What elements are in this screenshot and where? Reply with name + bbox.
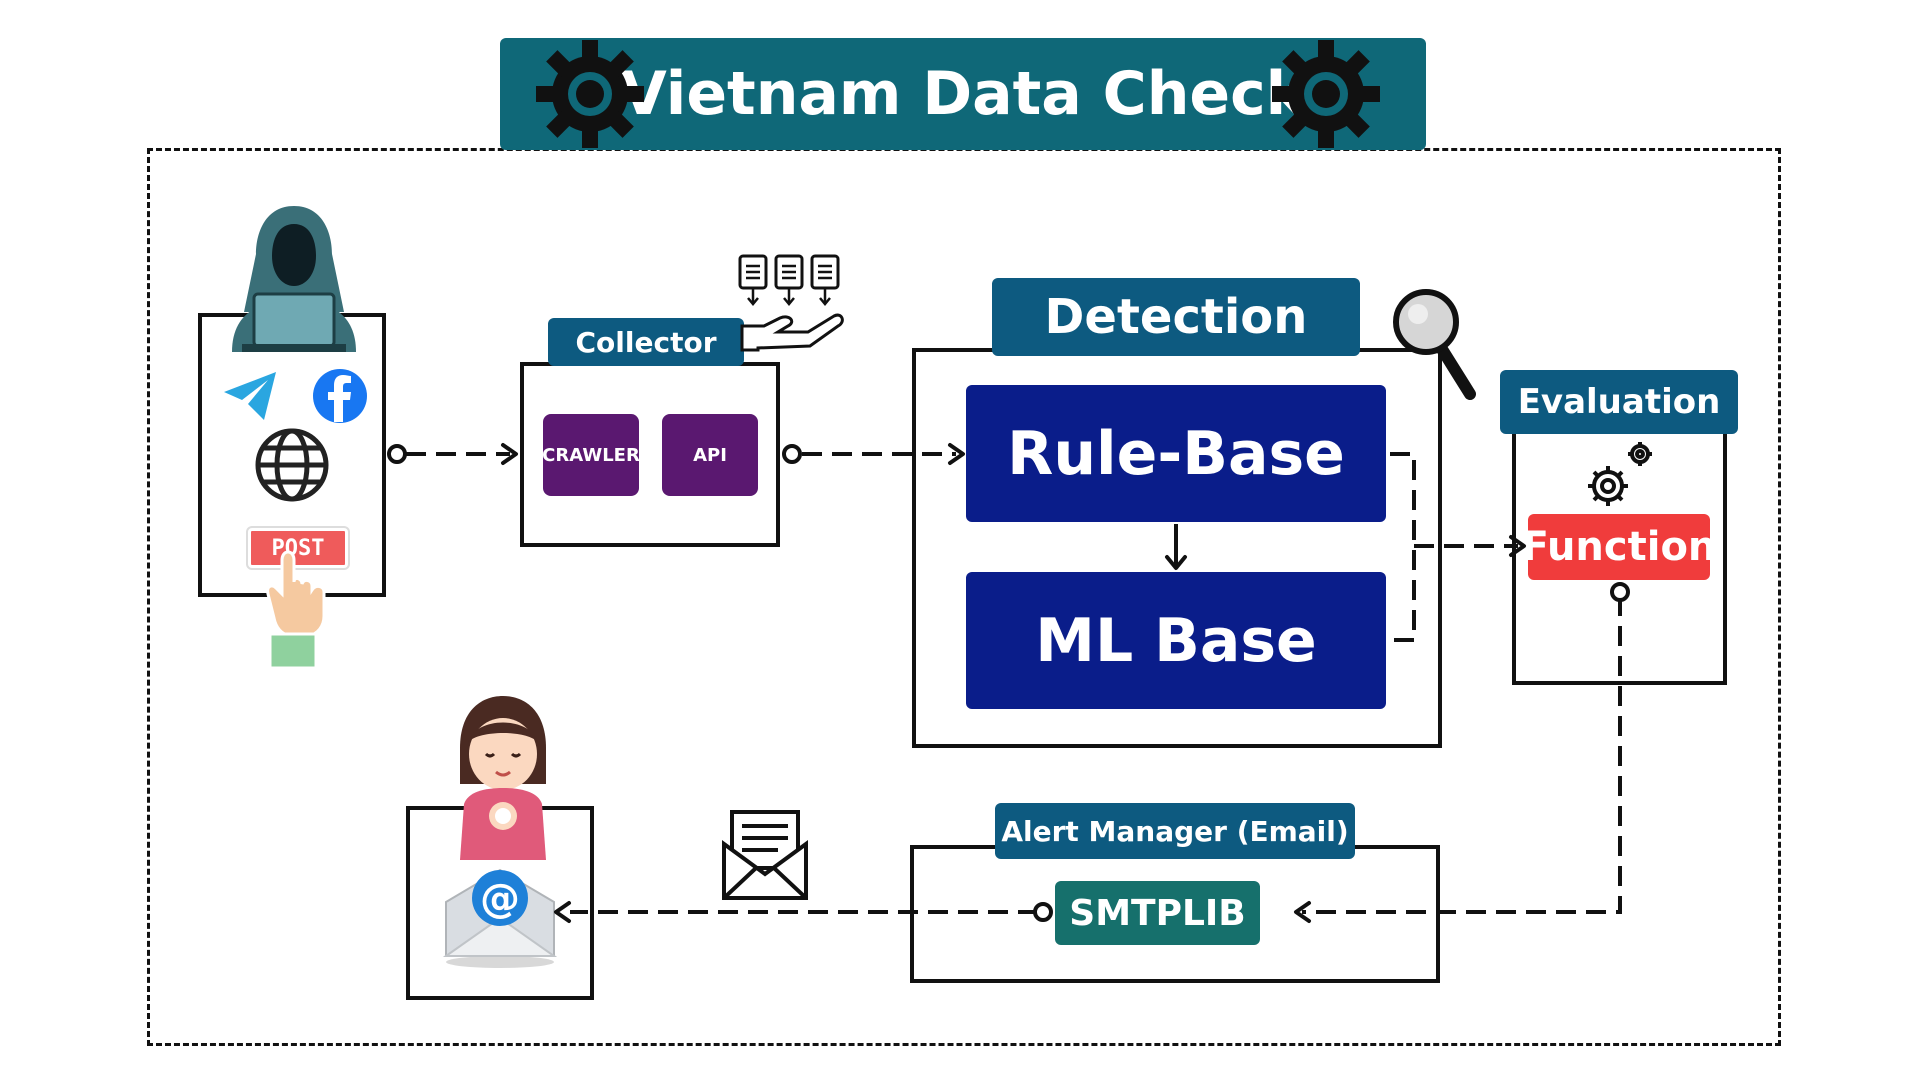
crawler-label: CRAWLER <box>542 444 640 466</box>
arrowhead-collector <box>501 443 518 465</box>
arrowhead-recipient <box>554 901 571 923</box>
function-label: Function <box>1521 524 1717 570</box>
hacker-icon <box>232 206 356 352</box>
evaluation-label: Evaluation <box>1517 382 1721 422</box>
rule-base-block: Rule-Base <box>966 385 1386 522</box>
evaluation-to-alert-line <box>1302 596 1622 914</box>
post-button[interactable]: POST <box>248 528 348 568</box>
ml-base-label: ML Base <box>1035 605 1317 676</box>
source-port <box>387 444 407 464</box>
ml-base-block: ML Base <box>966 572 1386 709</box>
pointing-hand-icon <box>266 550 326 670</box>
envelope-letter-icon <box>722 810 808 900</box>
arrowhead-detection <box>948 443 965 465</box>
function-block: Function <box>1522 514 1716 580</box>
telegram-icon <box>224 372 276 420</box>
smtplib-label: SMTPLIB <box>1069 892 1246 934</box>
settings-gears-icon <box>1588 442 1652 506</box>
arrowhead-ml <box>1165 555 1187 570</box>
page-title: Vietnam Data Check <box>620 59 1306 129</box>
function-port <box>1610 582 1630 602</box>
detection-label: Detection <box>1044 289 1308 345</box>
gear-icon-right <box>1272 40 1380 148</box>
title-banner: Vietnam Data Check <box>500 38 1426 150</box>
facebook-icon <box>313 369 367 423</box>
magnifier-icon <box>1393 289 1476 400</box>
collector-port <box>782 444 802 464</box>
email-at-icon: @ <box>442 868 558 968</box>
crawler-chip: CRAWLER <box>542 414 640 496</box>
alert-manager-tab: Alert Manager (Email) <box>995 803 1355 859</box>
documents-hand-icon <box>738 254 844 352</box>
detection-tab: Detection <box>992 278 1360 356</box>
evaluation-tab: Evaluation <box>1500 370 1738 434</box>
collector-label: Collector <box>575 325 717 359</box>
detection-to-evaluation-line <box>1390 452 1518 642</box>
smtplib-block: SMTPLIB <box>1055 881 1260 945</box>
rule-base-label: Rule-Base <box>1007 418 1345 489</box>
arrowhead-smtplib <box>1294 901 1311 923</box>
collector-tab: Collector <box>548 318 744 366</box>
girl-icon <box>460 696 546 860</box>
arrowhead-evaluation <box>1509 535 1526 557</box>
api-chip: API <box>662 414 758 496</box>
alert-manager-label: Alert Manager (Email) <box>1001 814 1349 848</box>
gear-icon-left <box>536 40 644 148</box>
globe-icon <box>255 428 329 502</box>
post-label: POST <box>271 535 325 561</box>
smtplib-port <box>1033 902 1053 922</box>
svg-text:@: @ <box>480 876 520 922</box>
api-label: API <box>693 444 727 466</box>
